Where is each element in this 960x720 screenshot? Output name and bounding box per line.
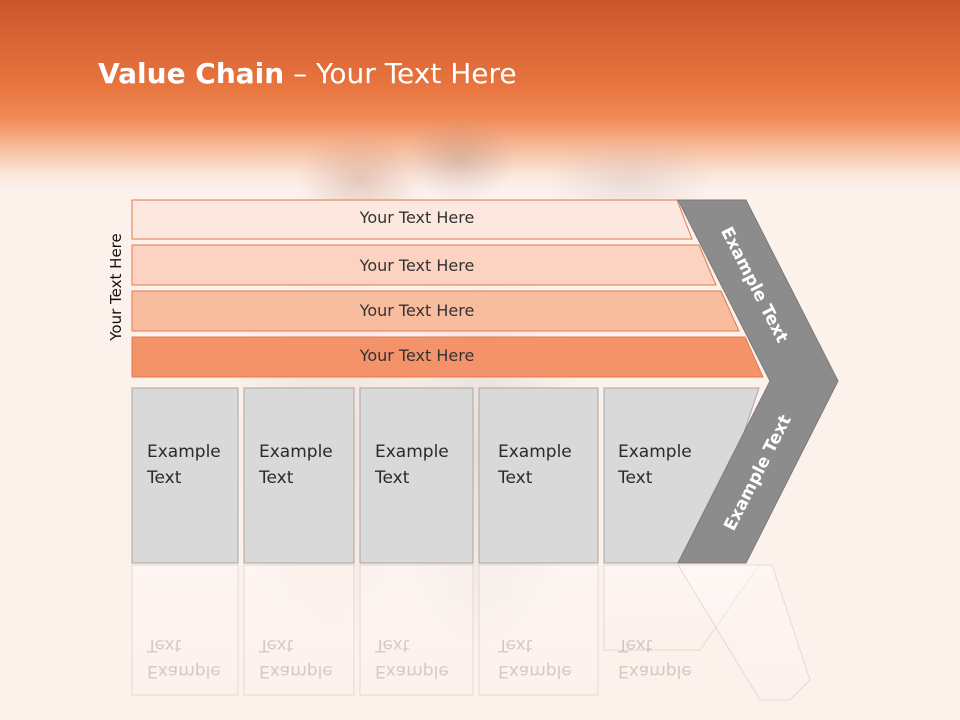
band-label-4: Your Text Here: [359, 346, 475, 365]
chevron-reflection: [677, 564, 811, 701]
box-reflection-text-5: Example Text: [618, 632, 718, 684]
box-reflection-text-3-line2: Text: [375, 635, 410, 655]
header-band: [0, 0, 960, 190]
box-reflection-text-2: Example Text: [259, 632, 359, 684]
box-text-1-line2: Text: [147, 468, 182, 488]
slide-title: Value Chain – Your Text Here: [98, 52, 517, 96]
reflection-group: [131, 564, 811, 701]
box-reflection-text-3: Example Text: [375, 632, 475, 684]
box-3: [359, 387, 474, 564]
box-text-5-line2: Text: [618, 468, 653, 488]
band-label-2: Your Text Here: [359, 256, 475, 275]
box-text-1-line1: Example: [147, 442, 221, 462]
box-reflection-text-2-line2: Text: [259, 635, 294, 655]
box-reflection-text-4-line2: Text: [498, 635, 533, 655]
box-text-4-line2: Text: [498, 468, 533, 488]
title-bold: Value Chain: [98, 57, 285, 90]
box-text-2-line2: Text: [259, 468, 294, 488]
band-label-1: Your Text Here: [359, 208, 475, 227]
box-reflection-text-1-line2: Text: [147, 635, 182, 655]
box-text-3-line1: Example: [375, 442, 449, 462]
box-reflection-text-1-line1: Example: [147, 661, 221, 681]
box-reflection-4: [478, 564, 599, 696]
box-text-3-line2: Text: [375, 468, 410, 488]
box-reflection-text-5-line1: Example: [618, 661, 692, 681]
box-2: [243, 387, 355, 564]
band-4: [131, 336, 764, 378]
box-reflection-2: [243, 564, 355, 696]
chevron-arrow: [677, 199, 839, 564]
band-label-3: Your Text Here: [359, 301, 475, 320]
box-reflection-1: [131, 564, 239, 696]
band-1: [131, 199, 693, 240]
box-reflection-3: [359, 564, 474, 696]
box-text-2-line1: Example: [259, 442, 333, 462]
box-reflection-text-5-line2: Text: [618, 635, 653, 655]
box-1: [131, 387, 239, 564]
title-rest: – Your Text Here: [284, 57, 517, 90]
box-reflection-text-3-line1: Example: [375, 661, 449, 681]
box-text-5-line1: Example: [618, 442, 692, 462]
box-reflection-text-4: Example Text: [498, 632, 598, 684]
box-reflection-text-2-line1: Example: [259, 661, 333, 681]
band-2: [131, 244, 717, 286]
box-reflection-text-4-line1: Example: [498, 661, 572, 681]
box-text-4-line1: Example: [498, 442, 572, 462]
box-4: [478, 387, 599, 564]
band-3: [131, 290, 740, 332]
box-reflection-text-1: Example Text: [147, 632, 247, 684]
